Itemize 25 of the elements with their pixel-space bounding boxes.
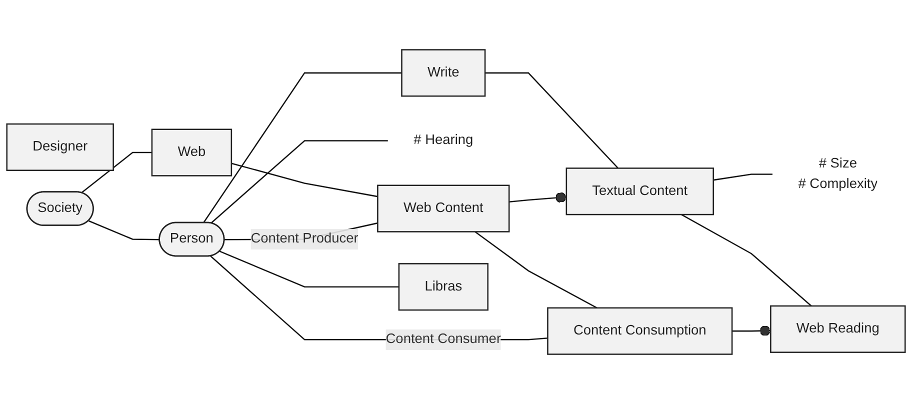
node-box: Content Consumption — [547, 307, 733, 355]
connector — [509, 192, 566, 203]
connector — [681, 214, 812, 306]
node-box: Textual Content — [566, 168, 714, 216]
node-box: Designer — [6, 123, 114, 171]
connector — [210, 256, 548, 340]
connector — [210, 140, 388, 224]
connector — [231, 162, 378, 198]
connector — [474, 231, 598, 308]
connector — [88, 220, 160, 240]
node-box: Write — [401, 49, 486, 97]
node-text: # Hearing — [414, 133, 474, 148]
connector — [220, 250, 399, 288]
edge-label: Content Producer — [250, 232, 358, 246]
connector — [202, 72, 402, 224]
connector — [732, 326, 771, 336]
node-box: Web — [151, 128, 232, 176]
connector — [485, 72, 619, 169]
edge-label: Content Consumer — [386, 332, 502, 347]
node-text: # Size # Complexity — [798, 156, 878, 192]
node-box: Web Content — [377, 184, 510, 232]
connector — [81, 152, 152, 194]
node-box: Web Reading — [770, 305, 906, 353]
connector — [713, 174, 772, 181]
node-box: Libras — [398, 263, 488, 311]
